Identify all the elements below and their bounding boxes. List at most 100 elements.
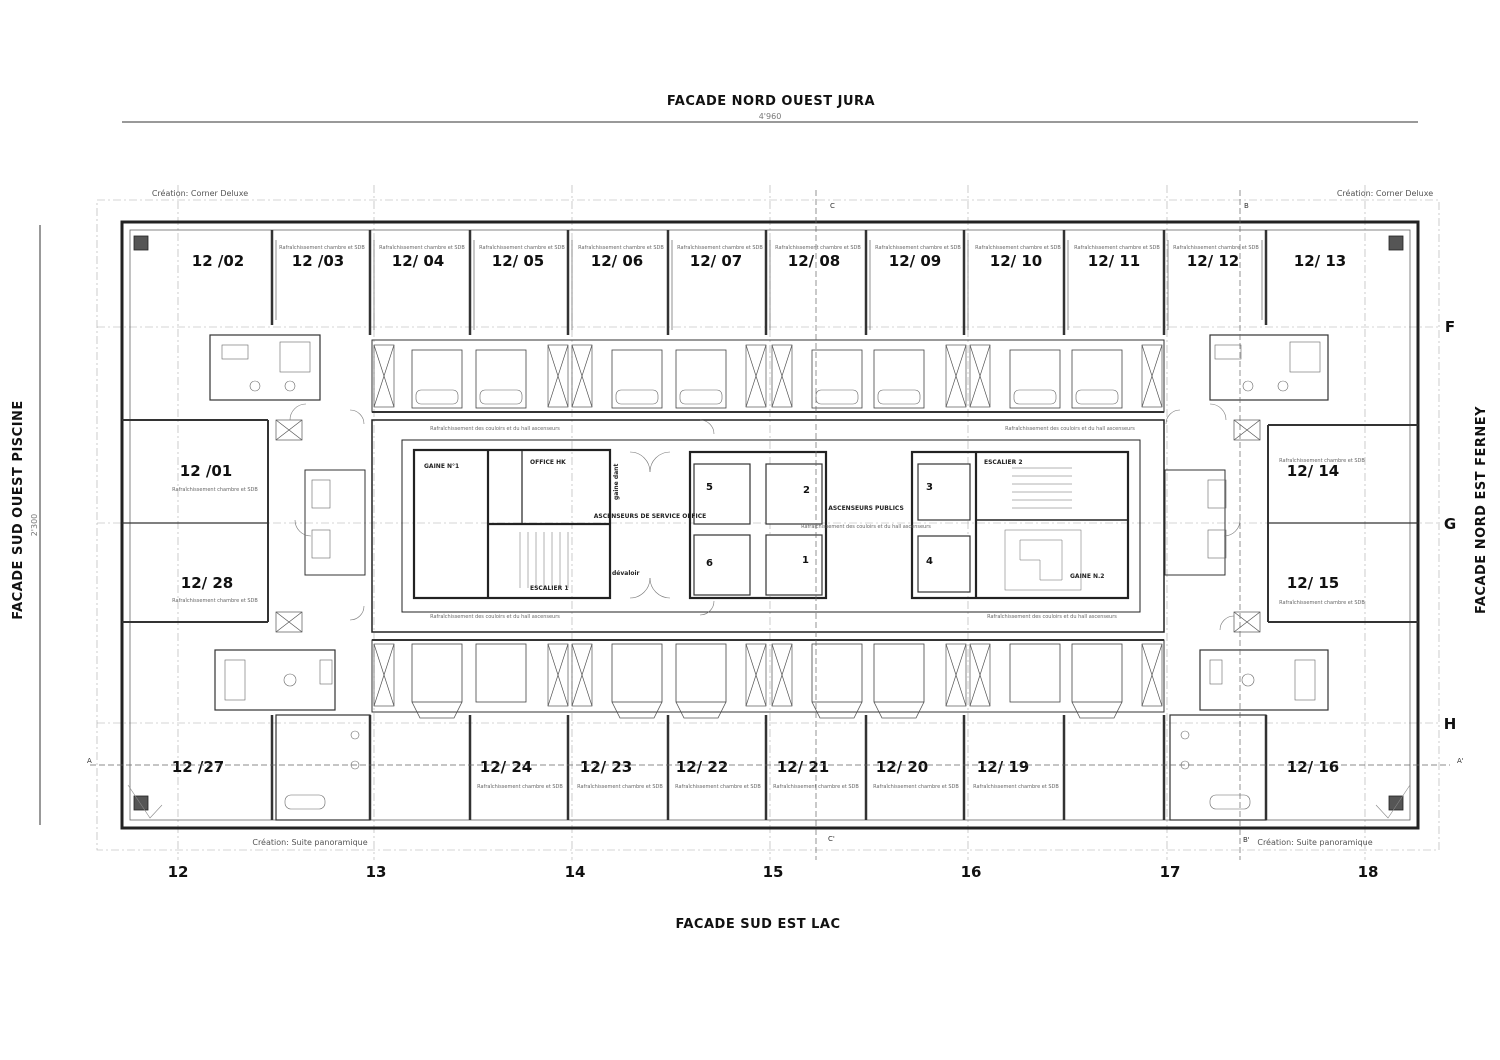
room-note: Rafraîchissement chambre et SDB [479,244,565,251]
x-axis-labels: 12 13 14 15 16 17 18 [168,863,1379,881]
core-doors [629,451,671,599]
corridor-note: Rafraîchissement des couloirs et du hall… [801,523,931,530]
room-label: 12/ 07 [690,252,742,270]
corner-diagonals [127,784,1411,819]
creation-label-top-left: Création: Corner Deluxe [152,188,248,198]
bottom-room-labels: 12 /27 12/ 24 12/ 23 12/ 22 12/ 21 12/ 2… [172,758,1339,776]
building-outline [120,220,1420,830]
room-label: 12/ 09 [889,252,941,270]
room-note: Rafraîchissement chambre et SDB [172,486,258,493]
section-mark: A' [1457,757,1464,765]
bottom-room-partitions [270,715,1268,820]
room-label: 12/ 13 [1294,252,1346,270]
overall-width-dimension: 4'960 [759,112,782,121]
room-note: Rafraîchissement chambre et SDB [477,783,563,790]
room-label: 12/ 16 [1287,758,1339,776]
section-lines [90,190,1450,860]
section-mark: B' [1243,836,1250,844]
bottom-shafts [373,643,1163,707]
facade-west-label: FACADE SUD OUEST PISCINE [11,400,26,620]
staircases [519,467,1082,591]
bottom-bathroom-pods [411,643,1123,703]
corridor-note: Rafraîchissement des couloirs et du hall… [430,425,560,432]
room-label: 12/ 12 [1187,252,1239,270]
room-label: 12 /27 [172,758,224,776]
axis-label: F [1445,318,1455,336]
room-label: 12/ 14 [1287,462,1339,480]
room-note: Rafraîchissement chambre et SDB [875,244,961,251]
section-mark: B [1244,202,1249,210]
room-note: Rafraîchissement chambre et SDB [379,244,465,251]
devaloir-label: dévaloir [612,570,640,577]
room-note: Rafraîchissement chambre et SDB [578,244,664,251]
room-note: Rafraîchissement chambre et SDB [675,783,761,790]
room-note: Rafraîchissement chambre et SDB [873,783,959,790]
section-mark: A [87,757,92,765]
room-note: Rafraîchissement chambre et SDB [677,244,763,251]
corridor-note: Rafraîchissement des couloirs et du hall… [987,613,1117,620]
service-lifts-label: ASCENSEURS DE SERVICE OFFICE [594,513,707,520]
office-hk-label: OFFICE HK [530,459,566,466]
core-walls [412,448,1130,600]
top-room-notes: Rafraîchissement chambre et SDB Rafraîch… [279,244,1259,251]
top-shafts [373,344,1163,408]
room-note: Rafraîchissement chambre et SDB [172,597,258,604]
lift-number: 1 [802,555,809,566]
top-bath-tubs [415,389,1119,405]
facade-south-label: FACADE SUD EST LAC [675,917,840,932]
axis-label: 14 [565,863,586,881]
axis-label: 16 [961,863,982,881]
room-label: 12/ 08 [788,252,840,270]
top-bathroom-band [371,339,1165,413]
gaine-1-label: GAINE N°1 [424,463,459,470]
escalier-1-label: ESCALIER 1 [530,585,569,592]
top-room-inner-walls [275,240,1263,330]
public-lifts-label: ASCENSEURS PUBLICS [828,505,904,512]
room-label: 12/ 15 [1287,574,1339,592]
room-note: Rafraîchissement chambre et SDB [1279,457,1365,464]
top-room-labels: 12 /02 12 /03 12/ 04 12/ 05 12/ 06 12/ 0… [192,252,1346,270]
axis-label: 15 [763,863,784,881]
wing-shafts [275,419,1261,633]
facade-east-label: FACADE NORD EST FERNEY [1474,406,1489,614]
lift-number: 5 [706,482,713,493]
lift-number: 2 [803,485,810,496]
top-bathroom-pods [411,349,1123,409]
room-label: 12/ 10 [990,252,1042,270]
room-note: Rafraîchissement chambre et SDB [577,783,663,790]
corridor-note: Rafraîchissement des couloirs et du hall… [1005,425,1135,432]
escalier-2-label: ESCALIER 2 [984,459,1023,466]
room-note: Rafraîchissement chambre et SDB [975,244,1061,251]
creation-label-top-right: Création: Corner Deluxe [1337,188,1433,198]
bottom-angled-bays [411,701,1123,719]
room-label: 12/ 06 [591,252,643,270]
bottom-bathroom-band [371,639,1165,713]
room-note: Rafraîchissement chambre et SDB [279,244,365,251]
gaine-2-label: GAINE N.2 [1070,573,1105,580]
axis-label: 17 [1160,863,1181,881]
gaine-dant-label: gaine dant [613,464,620,500]
lift-number: 6 [706,558,713,569]
room-label: 12/ 24 [480,758,532,776]
west-wing-walls [122,334,371,821]
room-label: 12/ 19 [977,758,1029,776]
room-label: 12/ 04 [392,252,444,270]
facade-north-label: FACADE NORD OUEST JURA [667,94,875,109]
section-markers: C C' B B' A A' [87,202,1464,844]
y-axis-labels: F G H [1444,318,1457,733]
room-note: Rafraîchissement chambre et SDB [1074,244,1160,251]
room-note: Rafraîchissement chambre et SDB [973,783,1059,790]
room-label: 12/ 22 [676,758,728,776]
lift-number: 3 [926,482,933,493]
corridor-note: Rafraîchissement des couloirs et du hall… [430,613,560,620]
creation-label-bottom-right: Création: Suite panoramique [1257,837,1372,847]
section-mark: C' [828,835,835,843]
axis-label: G [1444,515,1456,533]
creation-label-bottom-left: Création: Suite panoramique [252,837,367,847]
door-swings [289,403,1241,631]
bottom-room-notes: Rafraîchissement chambre et SDB Rafraîch… [477,783,1059,790]
axis-label: 13 [366,863,387,881]
axis-label: H [1444,715,1457,733]
side-room-labels: 12 /01 Rafraîchissement chambre et SDB 1… [172,457,1365,606]
